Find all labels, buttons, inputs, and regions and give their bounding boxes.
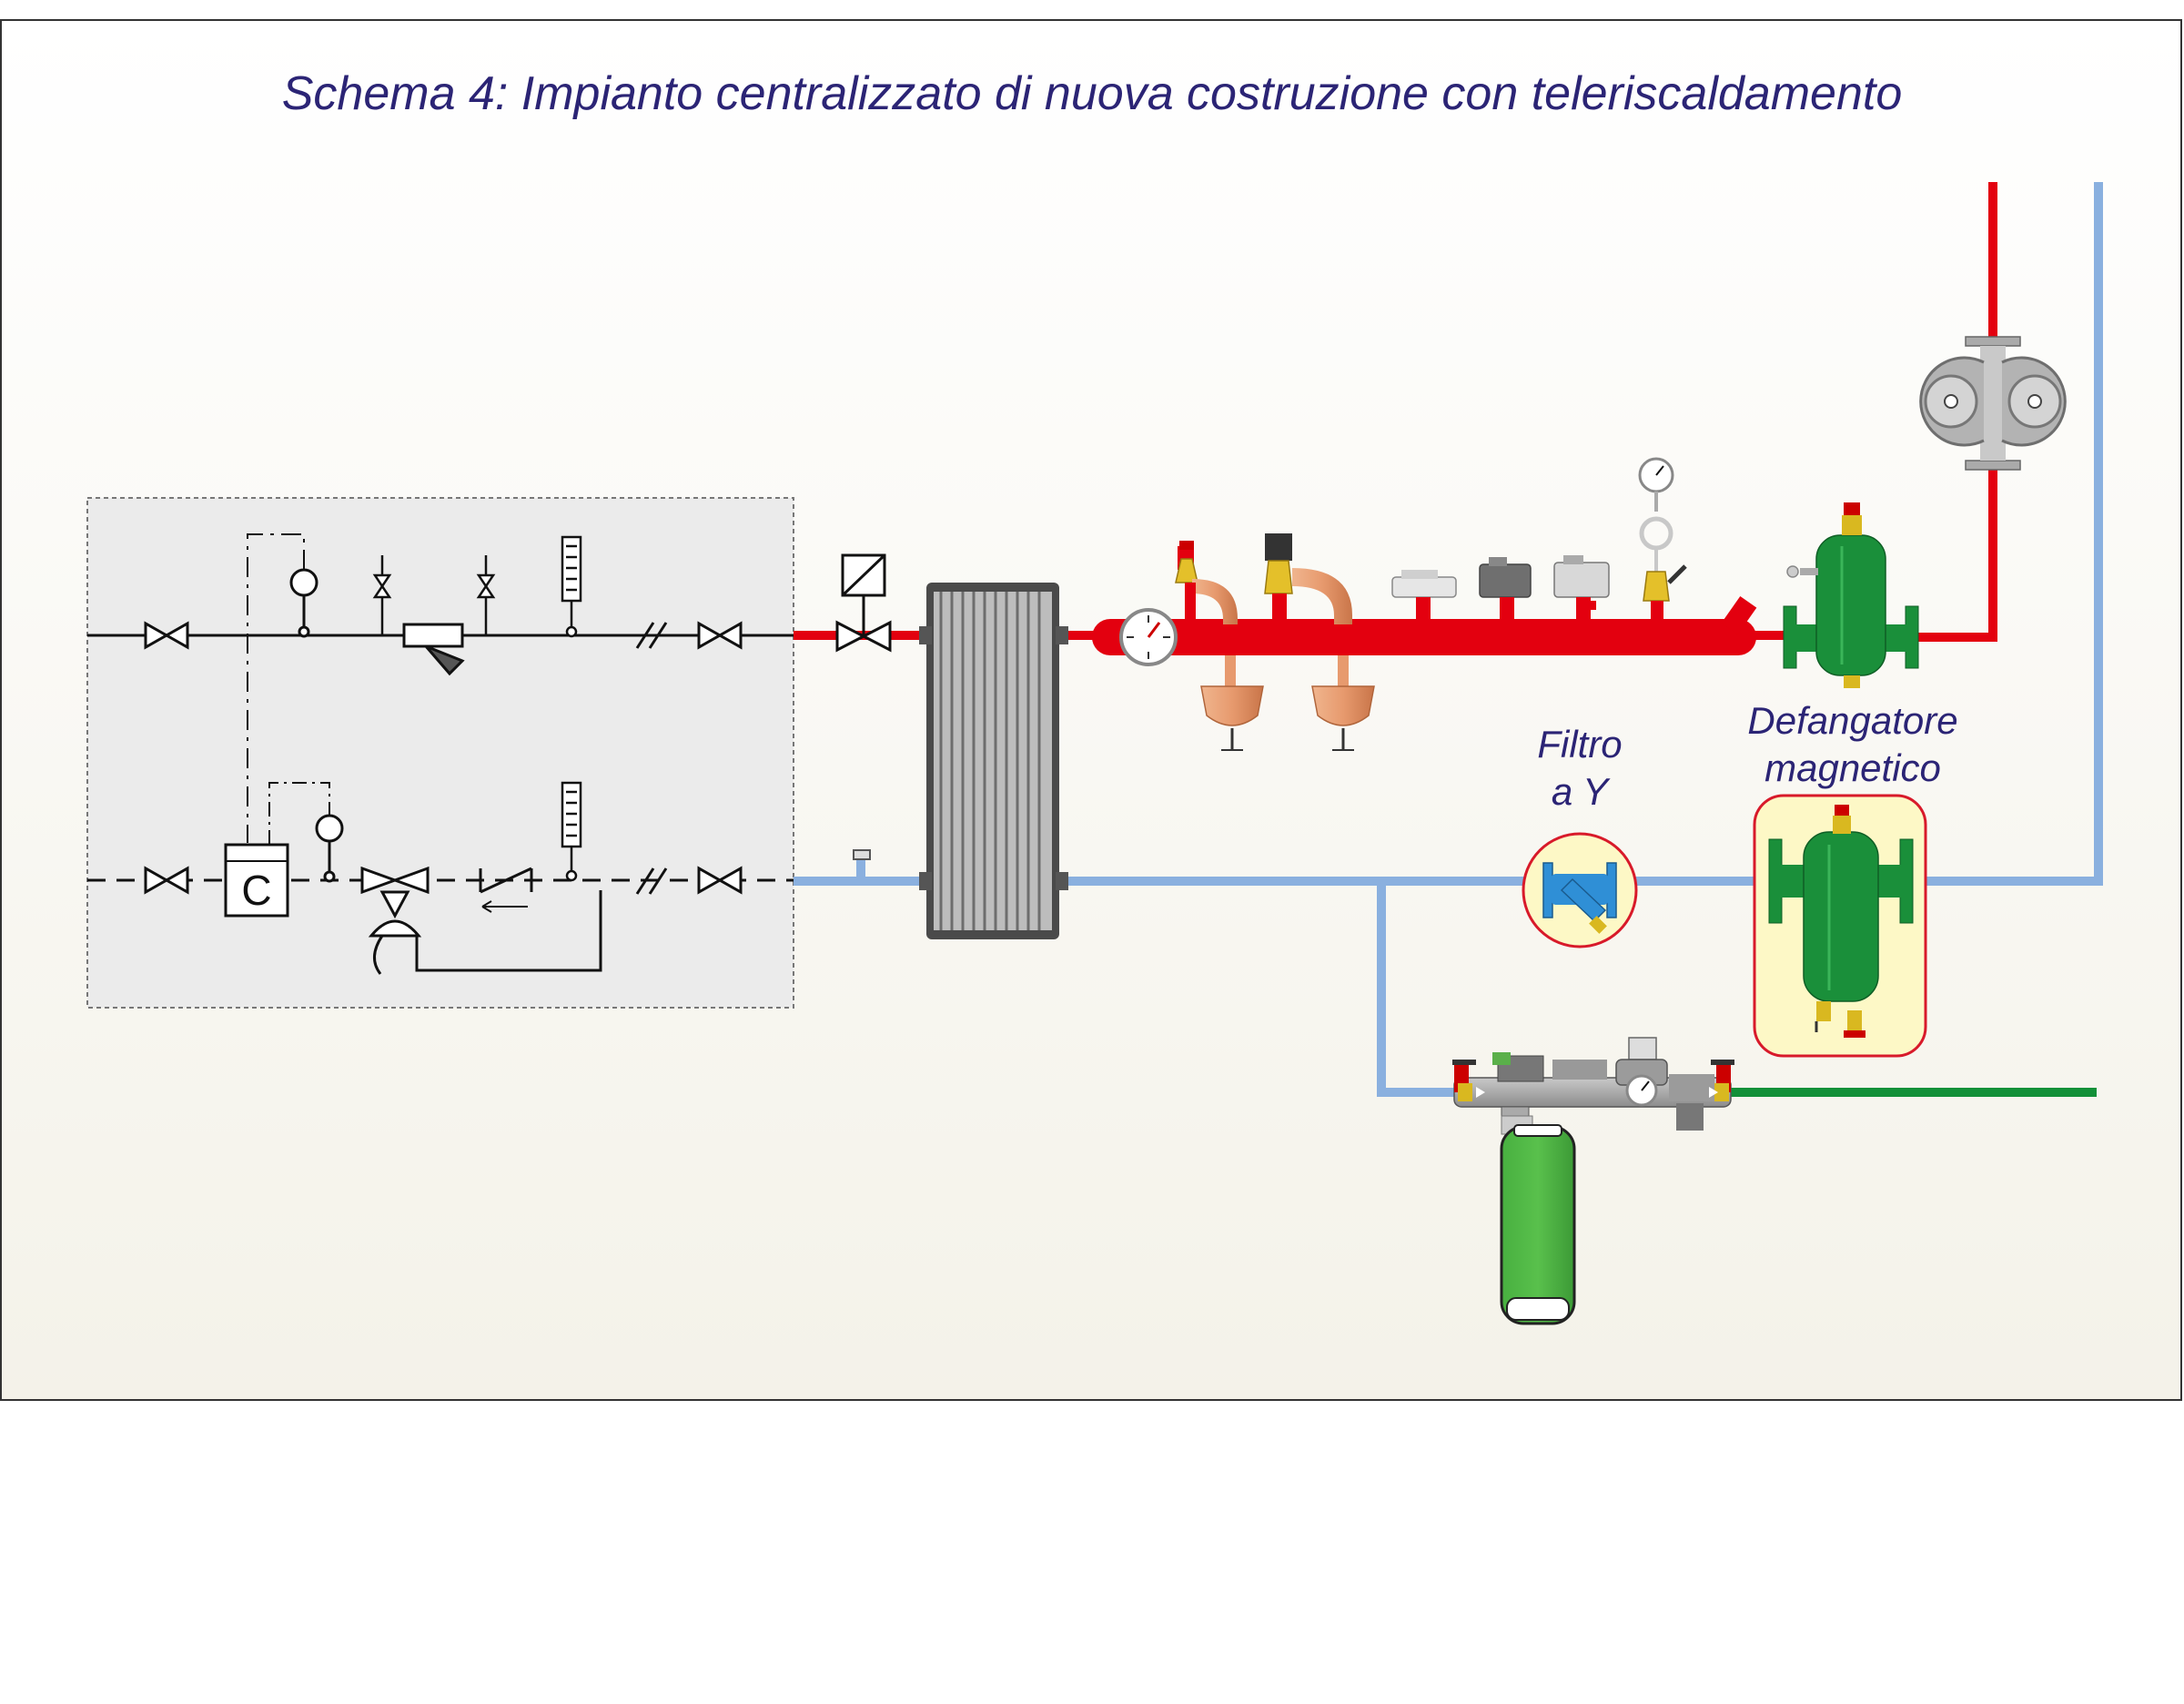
safety-valve-icon bbox=[1175, 541, 1238, 624]
vent-valve-icon bbox=[372, 555, 392, 635]
strainer-icon bbox=[402, 623, 465, 676]
pressure-switch-icon bbox=[1479, 557, 1532, 623]
y-strainer-icon bbox=[1522, 832, 1638, 948]
manifold-icon bbox=[1092, 595, 1757, 655]
page-title: Schema 4: Impianto centralizzato di nuov… bbox=[282, 67, 1903, 120]
pipe-break-icon bbox=[635, 867, 668, 895]
heat-meter-icon: C bbox=[224, 782, 330, 918]
thermometer-icon bbox=[561, 535, 582, 638]
gate-valve-icon bbox=[697, 866, 743, 895]
pressure-switch-icon bbox=[1553, 555, 1610, 623]
control-valve-icon bbox=[360, 866, 602, 975]
gate-valve-icon bbox=[144, 866, 189, 895]
motorized-valve-icon bbox=[835, 553, 892, 653]
filter-label-line1: Filtro bbox=[1537, 723, 1622, 766]
temperature-sensor-icon bbox=[247, 533, 318, 843]
air-vent-icon bbox=[853, 849, 871, 860]
treatment-cartridge-icon bbox=[1500, 1115, 1576, 1325]
temperature-sensor-icon bbox=[315, 814, 344, 883]
vent-valve-icon bbox=[476, 555, 496, 635]
drain-funnel-icon bbox=[1311, 655, 1375, 751]
cold-return-pipe bbox=[794, 182, 2103, 1097]
pressure-switch-icon bbox=[1391, 570, 1457, 623]
safety-valve-icon bbox=[1264, 533, 1352, 624]
heat-exchanger-icon bbox=[919, 583, 1068, 939]
heat-meter-letter: C bbox=[241, 867, 271, 914]
separator-label-line1: Defangatore bbox=[1747, 699, 1957, 742]
substation-box: C bbox=[86, 497, 794, 1009]
filling-unit-icon bbox=[1452, 1037, 1734, 1131]
magnetic-dirt-separator-icon bbox=[1753, 794, 1927, 1058]
filter-label-line2: a Y bbox=[1552, 770, 1611, 813]
gate-valve-icon bbox=[144, 621, 189, 650]
check-valve-icon bbox=[479, 867, 533, 913]
gate-valve-icon bbox=[697, 621, 743, 650]
pressure-gauge-icon bbox=[1638, 457, 1687, 623]
drain-funnel-icon bbox=[1200, 655, 1264, 751]
pipe-break-icon bbox=[635, 622, 668, 649]
thermometer-icon bbox=[561, 781, 582, 882]
dirt-separator-icon bbox=[1783, 502, 1919, 688]
separator-label-line2: magnetico bbox=[1764, 746, 1941, 789]
thermometer-icon bbox=[1119, 608, 1178, 666]
twin-pump-icon bbox=[1919, 336, 2067, 471]
